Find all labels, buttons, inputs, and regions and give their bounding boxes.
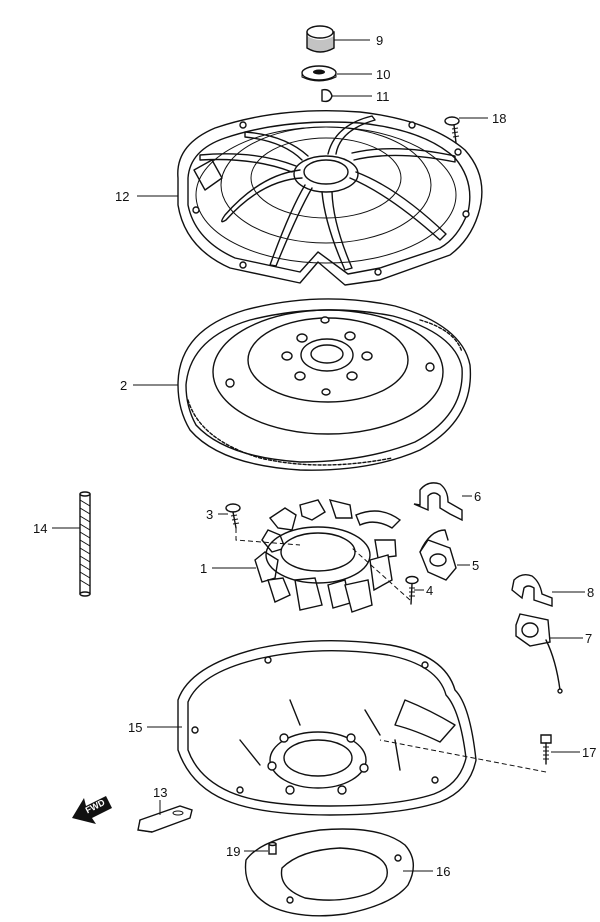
label-part-3: 3 [206, 507, 213, 522]
label-part-17: 17 [582, 745, 596, 760]
label-part-18: 18 [492, 111, 506, 126]
part-5-pulser-coil [419, 529, 457, 581]
part-6-clamp [413, 482, 463, 522]
part-18-screw [444, 116, 460, 144]
label-part-14: 14 [33, 521, 47, 536]
part-19-pin [268, 841, 277, 855]
label-part-16: 16 [436, 864, 450, 879]
label-part-8: 8 [587, 585, 594, 600]
part-14-harness-wrap [79, 491, 91, 597]
label-part-1: 1 [200, 561, 207, 576]
label-part-7: 7 [585, 631, 592, 646]
label-part-19: 19 [226, 844, 240, 859]
part-10-washer [301, 65, 337, 82]
label-part-15: 15 [128, 720, 142, 735]
part-11-key [321, 88, 333, 103]
label-part-13: 13 [153, 785, 167, 800]
label-part-6: 6 [474, 489, 481, 504]
part-12-flywheel-cover [177, 110, 483, 286]
fwd-arrow: FWD [72, 796, 112, 824]
label-part-2: 2 [120, 378, 127, 393]
label-part-9: 9 [376, 33, 383, 48]
part-17-bolt [540, 734, 552, 765]
part-9-nut [306, 25, 335, 53]
leader-lines [52, 39, 585, 872]
part-16-cover-plate [244, 828, 414, 917]
part-3-screw [225, 503, 241, 529]
part-13-bracket [137, 805, 193, 833]
label-part-10: 10 [376, 67, 390, 82]
label-part-5: 5 [472, 558, 479, 573]
label-part-11: 11 [376, 89, 390, 104]
part-2-flywheel [177, 298, 472, 471]
part-4-screw [405, 575, 419, 605]
label-part-12: 12 [115, 189, 129, 204]
part-labels: 9 10 11 18 12 2 14 3 1 4 6 5 8 7 15 17 1… [33, 33, 596, 879]
label-part-4: 4 [426, 583, 433, 598]
part-8-clamp [511, 573, 553, 607]
part-1-stator [254, 499, 402, 613]
part-7-sensor [515, 613, 563, 694]
part-15-base-plate [177, 639, 477, 816]
